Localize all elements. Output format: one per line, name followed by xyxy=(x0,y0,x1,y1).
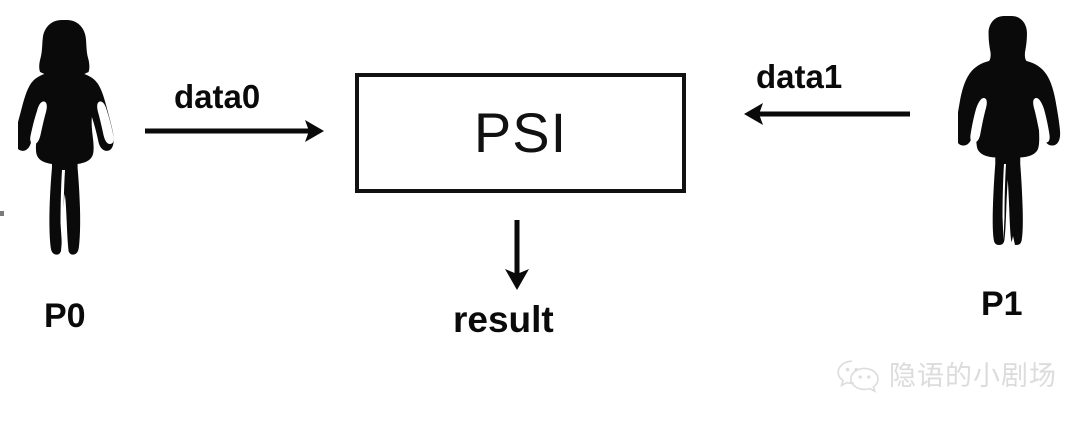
party-p0-label: P0 xyxy=(44,297,86,335)
watermark: 隐语的小剧场 xyxy=(836,358,1057,394)
psi-process-box: PSI xyxy=(355,73,686,193)
psi-label: PSI xyxy=(473,101,568,164)
arrow-left-icon xyxy=(744,103,910,125)
flow-data0-label: data0 xyxy=(174,78,261,115)
party-p1-figure xyxy=(958,14,1062,246)
output-result-label: result xyxy=(453,299,554,340)
flow-data1-arrow xyxy=(740,101,912,127)
edge-artifact xyxy=(0,211,4,216)
arrow-right-icon xyxy=(145,120,324,142)
watermark-text: 隐语的小剧场 xyxy=(889,360,1057,392)
flow-data1-label: data1 xyxy=(756,58,843,95)
flow-data0-arrow xyxy=(143,118,328,144)
arrow-down-icon xyxy=(505,220,529,290)
flow-result-arrow xyxy=(500,218,534,294)
wechat-icon xyxy=(837,360,879,393)
male-silhouette-icon xyxy=(958,16,1061,245)
party-p0-figure xyxy=(18,18,120,258)
female-silhouette-icon xyxy=(18,20,114,255)
party-p1-label: P1 xyxy=(981,285,1023,323)
